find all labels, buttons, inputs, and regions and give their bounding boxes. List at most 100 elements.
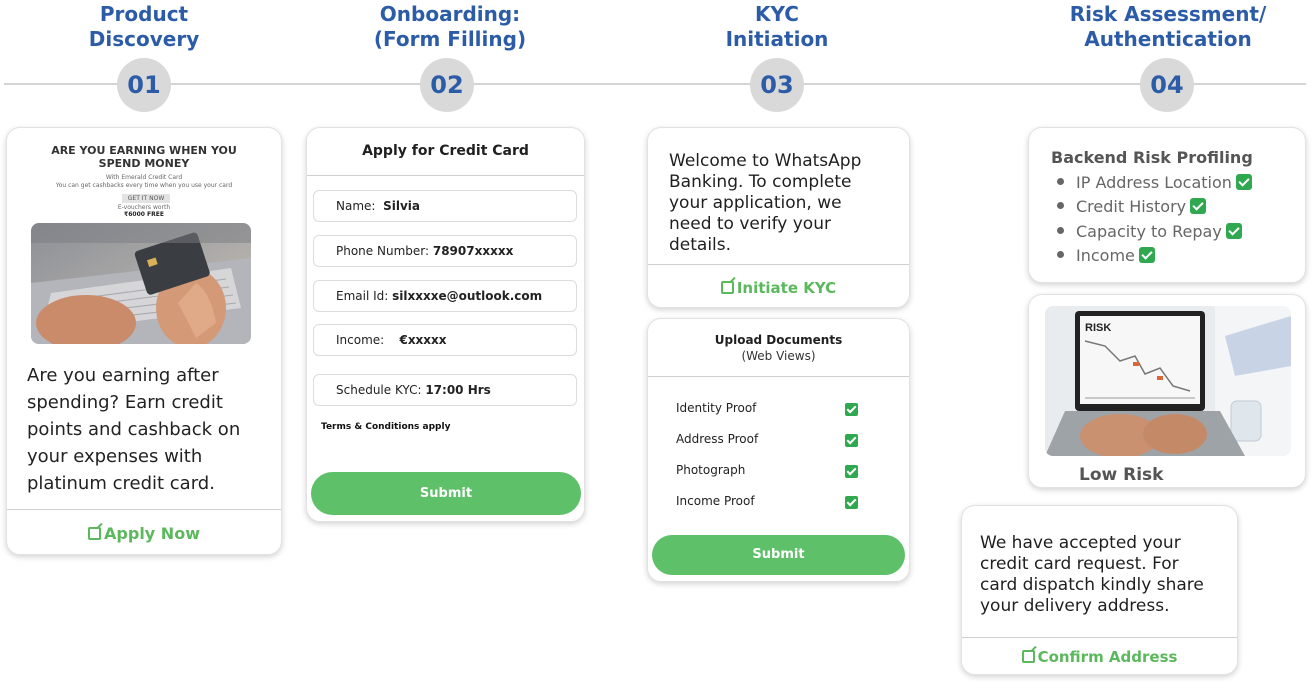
- risk-item-label: Capacity to Repay: [1076, 222, 1222, 241]
- check-icon: [1235, 174, 1252, 190]
- upload-documents-card: Upload Documents (Web Views) Identity Pr…: [647, 318, 910, 582]
- income-field-value: €xxxxx: [399, 333, 447, 347]
- form-title-divider: [307, 175, 584, 176]
- bullet-icon: [1057, 202, 1064, 209]
- kyc-message-line: Banking. To complete: [669, 172, 852, 192]
- stage-3-title-line1: KYC: [755, 2, 799, 26]
- ad-heading-line2: SPEND MONEY: [98, 157, 190, 170]
- external-link-icon: [1021, 650, 1035, 663]
- upload-divider: [648, 376, 909, 377]
- product-message-line: points and cashback on: [27, 419, 241, 440]
- kyc-message-line: Welcome to WhatsApp: [669, 151, 862, 171]
- initiate-kyc-button[interactable]: Initiate KYC: [648, 279, 909, 297]
- risk-item-label: Income: [1076, 246, 1135, 265]
- risk-profiling-title: Backend Risk Profiling: [1051, 148, 1253, 167]
- schedule-kyc-value: 17:00 Hrs: [425, 383, 491, 397]
- product-message-line: platinum credit card.: [27, 473, 215, 494]
- risk-screen-label: RISK: [1085, 322, 1111, 334]
- stage-1-title: Product Discovery: [44, 2, 244, 52]
- confirm-address-label: Confirm Address: [1037, 648, 1178, 666]
- confirm-address-card: We have accepted your credit card reques…: [961, 505, 1238, 675]
- product-message: Are you earning after spending? Earn cre…: [27, 362, 277, 497]
- stage-3-title: KYC Initiation: [677, 2, 877, 52]
- check-icon: [1138, 247, 1155, 263]
- confirm-message-line: card dispatch kindly share: [980, 575, 1204, 595]
- confirm-message: We have accepted your credit card reques…: [980, 533, 1236, 617]
- risk-item-ip-location: IP Address Location: [1057, 173, 1252, 192]
- stage-4-title-line1: Risk Assessment/: [1069, 2, 1267, 26]
- phone-field-value: 78907xxxxx: [432, 244, 514, 258]
- bullet-icon: [1057, 178, 1064, 185]
- ad-subtext-2: You can get cashbacks every time when yo…: [55, 182, 233, 189]
- credit-card-photo: [31, 223, 251, 344]
- email-field[interactable]: Email Id: silxxxxe@outlook.com: [313, 280, 577, 312]
- stage-2-title-line1: Onboarding:: [379, 2, 521, 26]
- bullet-icon: [1057, 251, 1064, 258]
- stage-1-title-line2: Discovery: [88, 27, 200, 51]
- risk-item-label: Credit History: [1076, 197, 1187, 216]
- stage-3-number: 03: [750, 58, 804, 112]
- application-form-card: Apply for Credit Card Name: Silvia Phone…: [306, 127, 585, 522]
- check-icon: [845, 496, 858, 509]
- kyc-message-line: your application, we: [669, 193, 842, 213]
- document-photograph: Photograph: [676, 463, 746, 477]
- upload-title: Upload Documents: [714, 333, 843, 347]
- confirm-message-line: credit card request. For: [980, 554, 1179, 574]
- stage-1-number: 01: [117, 58, 171, 112]
- name-field[interactable]: Name: Silvia: [313, 190, 577, 222]
- ad-get-it-now-button[interactable]: GET IT NOW: [122, 194, 170, 203]
- ad-subtext-1: With Emerald Credit Card: [105, 174, 183, 181]
- check-icon: [1190, 198, 1207, 214]
- terms-text[interactable]: Terms & Conditions apply: [321, 422, 451, 432]
- risk-item-income: Income: [1057, 246, 1155, 265]
- form-title: Apply for Credit Card: [362, 143, 529, 159]
- check-icon: [845, 465, 858, 478]
- product-discovery-card: ARE YOU EARNING WHEN YOU SPEND MONEY Wit…: [6, 127, 282, 555]
- income-field-label: Income:: [336, 333, 385, 347]
- kyc-card-divider: [648, 264, 909, 265]
- stage-2-title-line2: (Form Filling): [373, 27, 527, 51]
- upload-subtitle: (Web Views): [741, 349, 816, 363]
- ad-heading-line1: ARE YOU EARNING WHEN YOU: [51, 144, 237, 157]
- stage-1-title-line1: Product: [99, 2, 189, 26]
- ad-voucher-amount: ₹6000 FREE: [124, 211, 164, 218]
- stage-4-title-line2: Authentication: [1084, 27, 1252, 51]
- confirm-message-line: your delivery address.: [980, 596, 1170, 616]
- confirm-card-divider: [962, 637, 1237, 638]
- bullet-icon: [1057, 227, 1064, 234]
- kyc-message-line: details.: [669, 235, 732, 255]
- form-submit-button[interactable]: Submit: [311, 472, 581, 515]
- document-identity-proof: Identity Proof: [676, 401, 757, 415]
- email-field-value: silxxxxe@outlook.com: [392, 289, 543, 303]
- product-message-line: spending? Earn credit: [27, 392, 223, 413]
- kyc-message-card: Welcome to WhatsApp Banking. To complete…: [647, 127, 910, 308]
- risk-laptop-photo: RISK: [1045, 306, 1291, 456]
- risk-profiling-card: Backend Risk Profiling IP Address Locati…: [1028, 127, 1306, 283]
- initiate-kyc-label: Initiate KYC: [736, 279, 837, 297]
- confirm-address-button[interactable]: Confirm Address: [962, 648, 1237, 666]
- schedule-kyc-label: Schedule KYC:: [336, 383, 422, 397]
- income-field[interactable]: Income: €xxxxx: [313, 324, 577, 356]
- risk-result-label: Low Risk: [1079, 465, 1164, 485]
- schedule-kyc-field[interactable]: Schedule KYC: 17:00 Hrs: [313, 374, 577, 406]
- apply-now-label: Apply Now: [104, 524, 200, 543]
- apply-now-button[interactable]: Apply Now: [7, 524, 281, 543]
- external-link-icon: [88, 527, 102, 540]
- phone-field[interactable]: Phone Number: 78907xxxxx: [313, 235, 577, 267]
- check-icon: [845, 434, 858, 447]
- stage-4-number: 04: [1140, 58, 1194, 112]
- upload-submit-button[interactable]: Submit: [652, 535, 905, 575]
- stage-4-title: Risk Assessment/ Authentication: [1048, 2, 1288, 52]
- stage-3-title-line2: Initiation: [725, 27, 829, 51]
- name-field-value: Silvia: [383, 199, 420, 213]
- stage-2-number: 02: [420, 58, 474, 112]
- document-income-proof: Income Proof: [676, 494, 755, 508]
- risk-item-capacity-to-repay: Capacity to Repay: [1057, 222, 1242, 241]
- ad-voucher-text: E-vouchers worth: [117, 204, 171, 211]
- stage-2-title: Onboarding: (Form Filling): [330, 2, 570, 52]
- risk-result-card: RISK Low Risk: [1028, 294, 1306, 488]
- external-link-icon: [720, 281, 734, 294]
- card-divider: [7, 509, 281, 510]
- risk-item-label: IP Address Location: [1076, 173, 1232, 192]
- email-field-label: Email Id:: [336, 289, 389, 303]
